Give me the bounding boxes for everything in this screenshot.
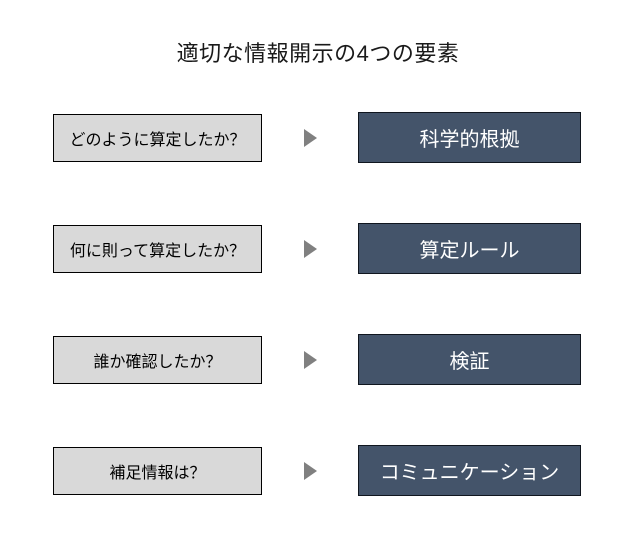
question-box: 誰か確認したか？ xyxy=(53,335,262,384)
element-box: 科学的根拠 xyxy=(358,112,581,163)
arrow-container xyxy=(262,350,358,369)
question-box: 補足情報は？ xyxy=(53,446,262,495)
arrow-container xyxy=(262,461,358,480)
element-box: 検証 xyxy=(358,334,581,385)
element-box: 算定ルール xyxy=(358,223,581,274)
arrow-container xyxy=(262,239,358,258)
arrow-right-icon xyxy=(303,350,317,369)
disclosure-row: 補足情報は？ コミュニケーション xyxy=(0,445,636,496)
element-box: コミュニケーション xyxy=(358,445,581,496)
diagram-title: 適切な情報開示の4つの要素 xyxy=(176,41,460,66)
arrow-right-icon xyxy=(303,128,317,147)
disclosure-row: 何に則って算定したか？ 算定ルール xyxy=(0,223,636,274)
arrow-right-icon xyxy=(303,461,317,480)
disclosure-rows: どのように算定したか？ 科学的根拠 何に則って算定したか？ 算定ルール 誰か確認… xyxy=(0,112,636,556)
disclosure-row: どのように算定したか？ 科学的根拠 xyxy=(0,112,636,163)
disclosure-row: 誰か確認したか？ 検証 xyxy=(0,334,636,385)
question-box: 何に則って算定したか？ xyxy=(53,224,262,273)
arrow-right-icon xyxy=(303,239,317,258)
question-box: どのように算定したか？ xyxy=(53,113,262,162)
arrow-container xyxy=(262,128,358,147)
